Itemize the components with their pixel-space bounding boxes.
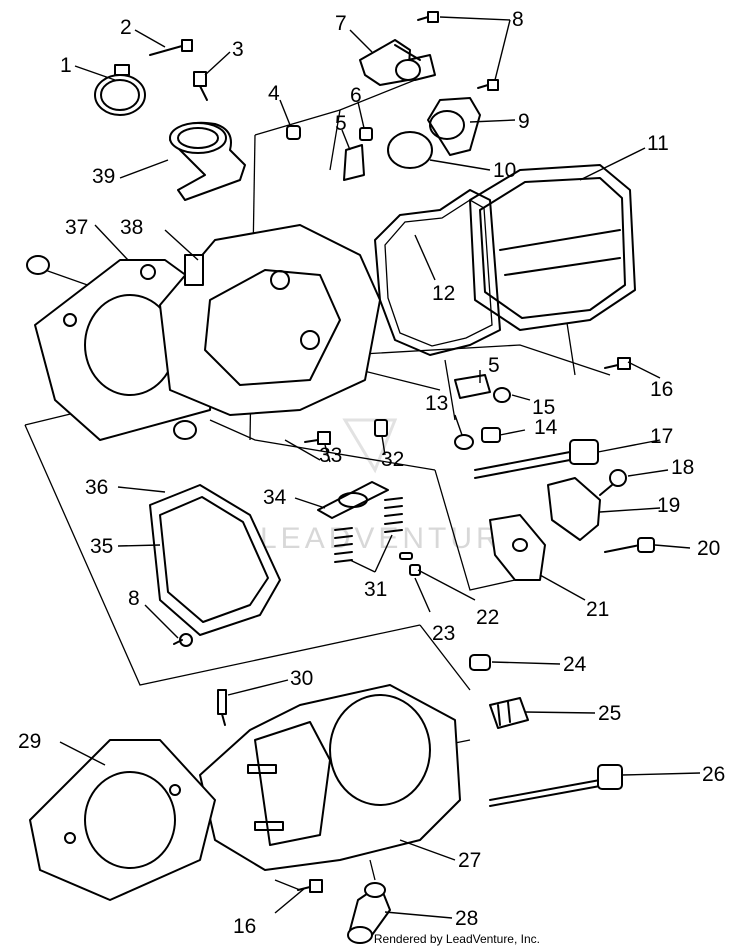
callout-25: 25 (598, 702, 621, 725)
callout-24: 24 (563, 653, 587, 676)
callout-13: 13 (425, 392, 448, 415)
cylinder (199, 684, 461, 871)
sleeve (469, 654, 491, 671)
callout-4: 4 (268, 82, 280, 105)
callout-26: 26 (702, 763, 725, 786)
callout-1: 1 (60, 54, 72, 77)
head-bolt (474, 439, 599, 479)
callout-17: 17 (650, 425, 673, 448)
callout-19: 19 (657, 494, 680, 517)
callout-32: 32 (381, 448, 404, 471)
callout-20: 20 (697, 537, 720, 560)
callout-31: 31 (364, 578, 387, 601)
screws-top (417, 11, 499, 91)
callout-11: 11 (647, 132, 669, 155)
cylinder-base-gasket (29, 739, 216, 901)
bleed-nipple (217, 689, 227, 726)
cap (359, 127, 373, 141)
callout-16: 16 (650, 378, 673, 401)
callout-3: 3 (232, 38, 244, 61)
callout-34: 34 (263, 486, 287, 509)
hose-clamp (94, 64, 146, 116)
head-screw (304, 431, 331, 445)
screw (599, 469, 627, 496)
lower-head-cover (149, 484, 281, 647)
callout-9: 9 (518, 110, 530, 133)
washer (454, 434, 474, 450)
callout-23: 23 (432, 622, 455, 645)
elbow-fitting (347, 882, 391, 944)
locating-pin (374, 419, 388, 437)
callout-15: 15 (532, 396, 555, 419)
callout-33: 33 (319, 444, 342, 467)
fitting (489, 697, 529, 729)
callout-18: 18 (671, 456, 694, 479)
watermark-text: LEADVENTURE (260, 522, 526, 555)
bracket-bolt (604, 537, 655, 553)
intake-gasket (317, 481, 389, 519)
valve-cover-gasket (374, 189, 501, 356)
render-credit: Rendered by LeadVenture, Inc. (373, 932, 540, 946)
callout-29: 29 (18, 730, 41, 753)
callout-22: 22 (476, 606, 499, 629)
callout-12: 12 (432, 282, 455, 305)
callout-8b: 8 (128, 587, 140, 610)
callout-5: 5 (335, 112, 347, 135)
callout-38: 38 (120, 216, 143, 239)
callout-37: 37 (65, 216, 88, 239)
guide-pin (343, 144, 365, 181)
intake-boot (169, 121, 246, 201)
callout-16b: 16 (233, 915, 256, 938)
rocker-arm (489, 514, 546, 581)
guide-pin-lower (454, 374, 491, 399)
coolant-outlet-elbow (359, 39, 436, 86)
o-ring (387, 131, 433, 169)
callout-labels: 1 2 3 4 5 5 6 7 8 8 9 10 11 12 13 14 15 … (18, 8, 725, 938)
callout-35: 35 (90, 535, 113, 558)
callout-5b: 5 (488, 354, 500, 377)
cylinder-head (159, 224, 381, 416)
callout-7: 7 (335, 12, 347, 35)
callout-21: 21 (586, 598, 609, 621)
clamp-screw (149, 39, 193, 56)
callout-39: 39 (92, 165, 115, 188)
callout-30: 30 (290, 667, 313, 690)
callout-2: 2 (120, 16, 132, 39)
callout-28: 28 (455, 907, 478, 930)
dowel-pin (286, 125, 301, 140)
cover-bolt (604, 357, 631, 370)
valve-stem-seal (26, 255, 197, 440)
cylinder-stud (489, 764, 623, 807)
callout-8: 8 (512, 8, 524, 31)
callout-27: 27 (458, 849, 481, 872)
callout-36: 36 (85, 476, 108, 499)
bolt (193, 71, 208, 101)
rocker-bracket (547, 477, 601, 541)
callout-6: 6 (350, 84, 362, 107)
leader-lines (59, 16, 701, 919)
thermostat-housing (427, 97, 481, 156)
nut (481, 427, 501, 443)
valve-springs (334, 497, 403, 563)
seal-cap (493, 387, 511, 403)
valve-cover (469, 164, 636, 331)
valve-keepers (399, 552, 421, 576)
callout-10: 10 (493, 159, 516, 182)
callout-14: 14 (534, 416, 558, 439)
